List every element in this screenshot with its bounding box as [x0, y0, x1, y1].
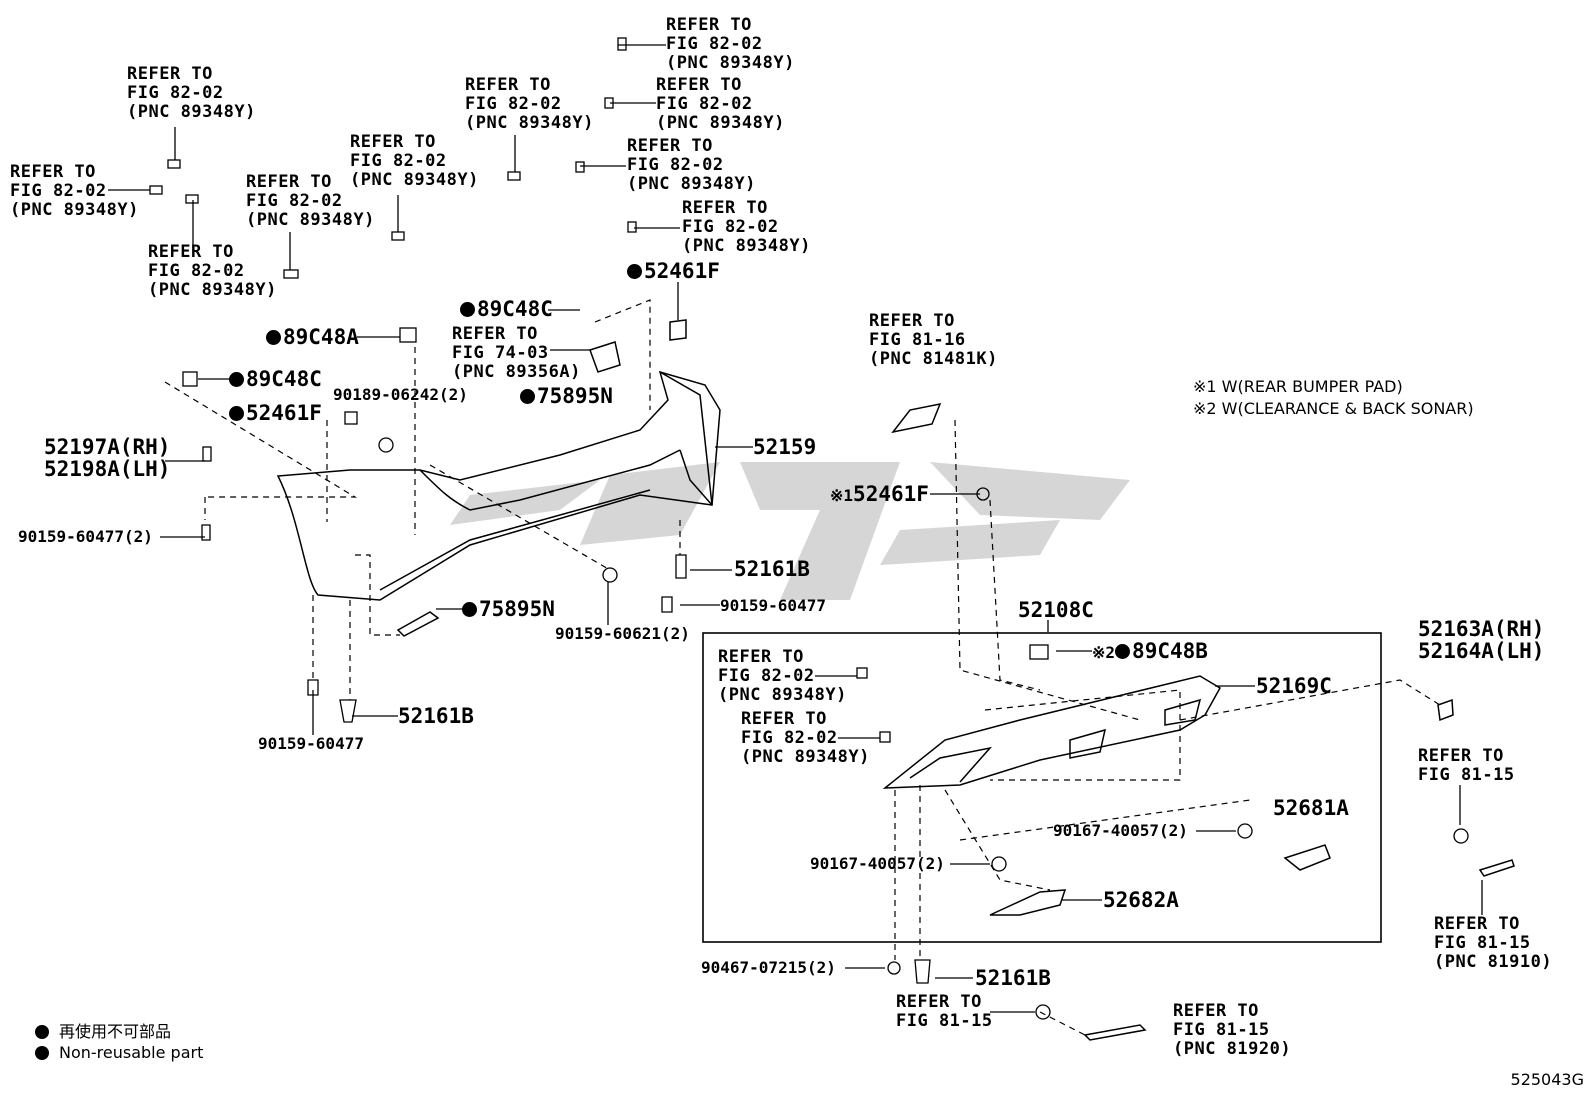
part-number: 52461F	[229, 402, 322, 424]
part-number: 90159-60621(2)	[555, 624, 690, 643]
part-number: 52161B	[398, 704, 474, 728]
part-number: ※152461F	[830, 482, 929, 506]
part-number: 52197A(RH)	[44, 435, 171, 459]
part-number: 90167-40057(2)	[810, 854, 945, 873]
part-number: 52164A(LH)	[1418, 639, 1545, 663]
non-reusable-dot-icon	[35, 1046, 49, 1060]
part-number: 52461F	[627, 260, 720, 282]
part-number: 52161B	[734, 557, 810, 581]
part-number: 89C48A	[266, 326, 359, 348]
part-number: 90189-06242(2)	[333, 385, 468, 404]
part-number: 90167-40057(2)	[1053, 821, 1188, 840]
watermark-logo	[450, 462, 1130, 600]
part-number: 89C48C	[460, 298, 553, 320]
non-reusable-dot-icon	[462, 602, 477, 617]
legend-en: Non-reusable part	[35, 1043, 203, 1062]
part-number: 52108C	[1018, 598, 1094, 622]
note-2: ※2 W(CLEARANCE & BACK SONAR)	[1193, 399, 1474, 418]
non-reusable-dot-icon	[460, 302, 475, 317]
non-reusable-dot-icon	[1115, 644, 1131, 659]
part-number: 90159-60477	[258, 734, 364, 753]
part-number: 90467-07215(2)	[701, 958, 836, 977]
part-number: 52681A	[1273, 796, 1349, 820]
illustration-code: 525043G	[1510, 1070, 1584, 1089]
bumper-pad-outline	[882, 675, 1222, 789]
non-reusable-dot-icon	[627, 264, 642, 279]
part-number: 89C48C	[229, 368, 322, 390]
note-1: ※1 W(REAR BUMPER PAD)	[1193, 377, 1403, 396]
part-number: 75895N	[462, 598, 555, 620]
part-number: 90159-60477	[720, 596, 826, 615]
legend-jp: 再使用不可部品	[35, 1018, 171, 1042]
part-number: 52163A(RH)	[1418, 617, 1545, 641]
bumper-cover-outline	[276, 370, 721, 601]
part-number: 52161B	[975, 966, 1051, 990]
non-reusable-dot-icon	[266, 330, 281, 345]
part-number: 52169C	[1256, 674, 1332, 698]
non-reusable-dot-icon	[229, 406, 244, 421]
non-reusable-dot-icon	[520, 389, 535, 404]
part-number: 52198A(LH)	[44, 457, 171, 481]
part-number: 90159-60477(2)	[18, 527, 153, 546]
part-number: 52159	[753, 435, 817, 459]
sonar-kit-box	[702, 632, 1382, 943]
part-number: 52682A	[1103, 888, 1179, 912]
part-number: 75895N	[520, 385, 613, 407]
non-reusable-dot-icon	[229, 372, 244, 387]
non-reusable-dot-icon	[35, 1025, 49, 1039]
